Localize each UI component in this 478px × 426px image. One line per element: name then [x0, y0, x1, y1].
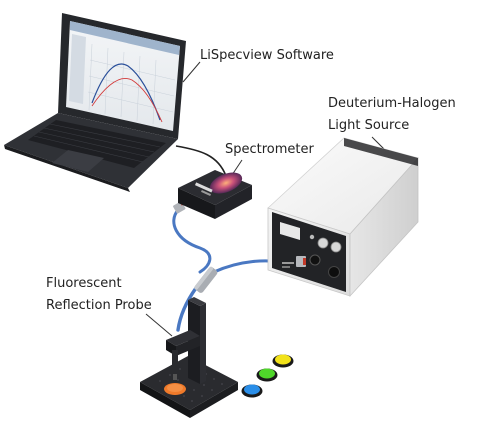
leader-lines	[145, 61, 386, 337]
probe-clamp	[166, 330, 200, 346]
software-plot-grid	[87, 43, 176, 125]
spectrometer-front	[178, 188, 215, 219]
fiber-junction	[194, 266, 218, 293]
software-toolbar	[70, 21, 180, 55]
stand-base-side	[190, 382, 238, 418]
leader-spectrometer	[231, 159, 243, 176]
software-spectrum-curve	[91, 63, 161, 121]
probe-tip	[172, 350, 178, 376]
software-side-panel	[69, 34, 86, 104]
label-probe-line2: Reflection Probe	[46, 298, 152, 313]
leader-light-source	[371, 136, 386, 151]
probe-stand	[140, 297, 238, 418]
light-source-knob-2	[330, 241, 342, 253]
software-spectrum-curve-2	[91, 78, 163, 123]
label-light-source-line2: Light Source	[328, 118, 410, 133]
spectrometer-artwork	[209, 172, 243, 194]
leader-probe	[145, 313, 173, 337]
spectrometer-side	[215, 185, 252, 219]
laptop	[4, 13, 186, 192]
label-spectrometer: Spectrometer	[225, 142, 314, 157]
stand-base-top	[140, 356, 238, 410]
spectrometer	[178, 170, 252, 219]
light-source-fiber-port	[309, 254, 321, 266]
laptop-trackpad	[52, 150, 104, 172]
stand-base-front	[140, 382, 190, 418]
light-source-knob-1	[317, 237, 329, 249]
light-source-indicator	[309, 234, 315, 240]
fiber-spectrometer-to-probe	[172, 208, 212, 274]
filter-blue	[241, 384, 263, 398]
label-software: LiSpecview Software	[200, 48, 334, 63]
label-light-source-line1: Deuterium-Halogen	[328, 96, 456, 111]
light-source-power-switch	[328, 266, 340, 278]
filter-yellow	[272, 354, 294, 368]
leader-software	[182, 61, 201, 83]
light-source-display	[280, 222, 300, 240]
color-filters	[241, 354, 294, 398]
fiber-common-leg	[176, 286, 198, 332]
usb-cable	[175, 145, 227, 177]
label-probe-line1: Fluorescent	[46, 276, 122, 291]
light-source-side	[349, 156, 419, 298]
light-source	[267, 137, 419, 298]
filter-green	[256, 368, 278, 382]
